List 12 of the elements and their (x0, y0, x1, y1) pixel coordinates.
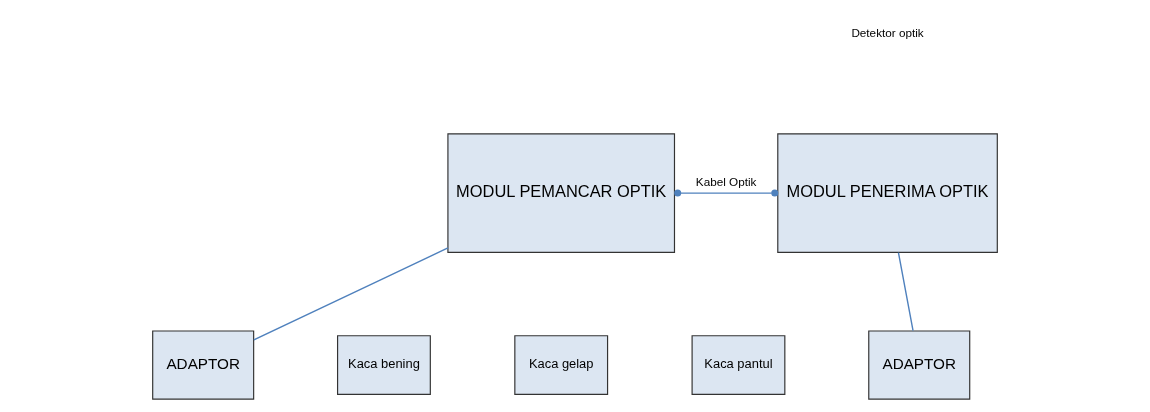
node-box: MODUL PENERIMA OPTIK (777, 133, 998, 253)
connector (897, 251, 914, 332)
connector (253, 247, 449, 341)
node-box: ADAPTOR (868, 330, 971, 400)
node-box: ADAPTOR (152, 330, 255, 400)
node-box: Kaca gelap (514, 335, 609, 395)
node-box: Kaca pantul (691, 335, 786, 395)
connector (674, 189, 779, 197)
edge-label: Kabel Optik (695, 175, 757, 189)
label: Detektor optik (851, 25, 924, 39)
node-box: Kaca bening (337, 335, 431, 395)
node-box: MODUL PEMANCAR OPTIK (447, 133, 676, 253)
